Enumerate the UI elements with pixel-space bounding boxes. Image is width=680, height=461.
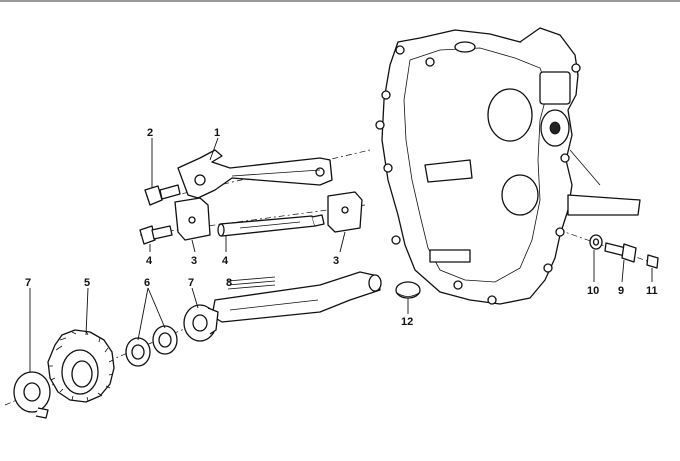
callout-6: 6 [144,277,150,289]
callout-12: 12 [401,316,413,328]
top-border [0,0,680,2]
part-11-nut [646,254,659,269]
callout-2: 2 [147,127,153,139]
callout-3-left: 3 [191,255,197,267]
shift-lever-arm [211,271,382,323]
part-9-bolt [604,242,637,263]
part-10-washer [589,234,603,250]
callout-11: 11 [646,285,658,297]
callout-7-right: 7 [188,277,194,289]
part-3-bracket-left [174,197,211,241]
part-5-gear [47,329,115,403]
part-8-spring [227,276,276,290]
callout-3-right: 3 [333,255,339,267]
callout-labels: 1 2 3 3 4 4 5 6 7 7 8 9 10 11 12 [25,127,658,328]
housing-bolt-holes [375,45,581,305]
callout-9: 9 [618,285,624,297]
part-3-bracket-right [327,191,363,233]
callout-4-left: 4 [146,255,153,267]
part-4-bolt-left [139,225,173,245]
part-6-needle-bearings [125,325,178,367]
callout-5: 5 [84,277,90,289]
part-1-lever-plate [177,149,333,199]
part-7-tab-washer-left [13,371,51,419]
callout-8: 8 [226,277,232,289]
part-2-bolt [144,184,181,206]
part-4-shaft [217,214,325,237]
leader-lines [29,137,653,372]
transmission-housing [375,27,641,305]
callout-10: 10 [587,285,599,297]
part-7-tab-washer-right [183,304,219,342]
callout-7-left: 7 [25,277,31,289]
callout-4-right: 4 [222,255,229,267]
part-12-plug [395,281,421,299]
callout-1: 1 [214,127,220,139]
